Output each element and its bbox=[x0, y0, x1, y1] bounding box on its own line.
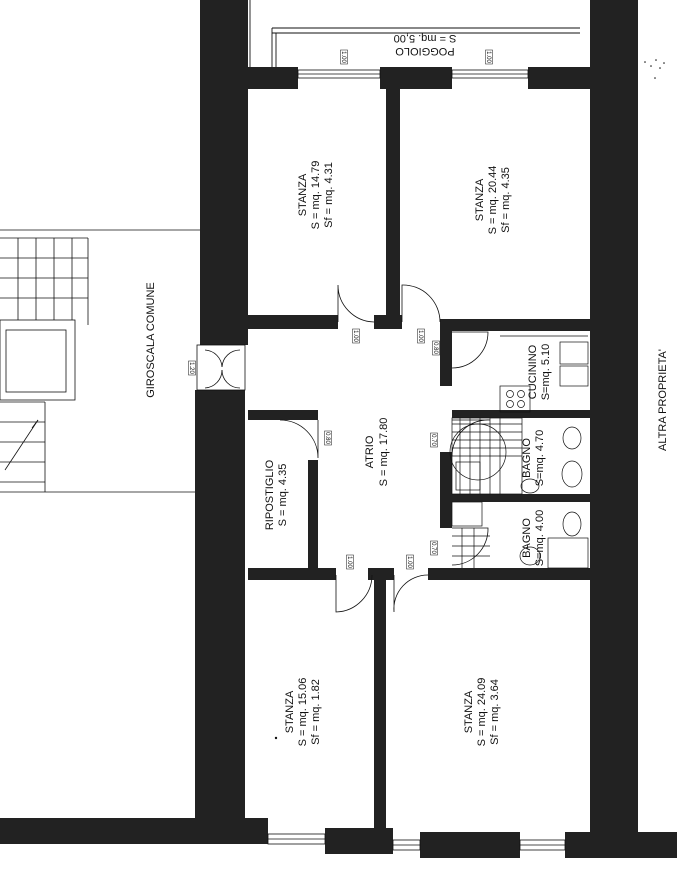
wall-bottom-mid2 bbox=[420, 832, 450, 858]
door-tag: 0.70 bbox=[430, 542, 436, 554]
room-labels: POGGIOLO S = mq. 5,00 STANZA S = mq. 14.… bbox=[145, 32, 669, 746]
kitchen-fixtures bbox=[499, 335, 589, 413]
wall-west-upper bbox=[200, 0, 248, 345]
stanza-1-sf: Sf = mq. 4.31 bbox=[323, 162, 335, 228]
wall-atrio-top-right bbox=[440, 319, 592, 331]
wall-bottom-left bbox=[0, 818, 268, 844]
stanza-3-sf: Sf = mq. 1.82 bbox=[310, 679, 322, 745]
door-tag: 0.80 bbox=[432, 342, 438, 354]
wall-kitchen-west bbox=[440, 330, 452, 386]
wall-top-1 bbox=[248, 67, 298, 89]
bagno-2-area: S=mq. 4.00 bbox=[534, 510, 546, 567]
wall-between-rooms-bottom bbox=[374, 580, 386, 832]
bagno-2-name: BAGNO bbox=[521, 518, 533, 558]
stanza-4-area: S = mq. 24.09 bbox=[476, 678, 488, 747]
wall-bottom-mid1 bbox=[325, 828, 393, 854]
atrio-name: ATRIO bbox=[364, 435, 376, 468]
stanza-2-name: STANZA bbox=[474, 178, 486, 221]
stanza-2-area: S = mq. 20.44 bbox=[487, 166, 499, 235]
wall-top-3 bbox=[528, 67, 590, 89]
stanza-4-name: STANZA bbox=[463, 690, 475, 733]
wall-atrio-bottom-left bbox=[248, 568, 336, 580]
ripostiglio-area: S = mq. 4.35 bbox=[277, 464, 289, 527]
wall-atrio-bottom-right bbox=[428, 568, 592, 580]
door-tag: 0.70 bbox=[430, 434, 436, 446]
door-tag: 1.00 bbox=[417, 330, 423, 342]
door-tag: 1.00 bbox=[406, 556, 412, 568]
atrio-area: S = mq. 17.80 bbox=[378, 418, 390, 487]
bagno-1-area: S=mq. 4.70 bbox=[534, 430, 546, 487]
door-tag: 1.20 bbox=[188, 362, 194, 374]
door-tag: 1.00 bbox=[485, 51, 491, 63]
wall-west-lower bbox=[195, 390, 245, 825]
wall-between-rooms-top bbox=[386, 89, 400, 321]
wall-storage-top bbox=[248, 410, 318, 420]
bathroom-fixtures bbox=[449, 417, 589, 569]
door-swings bbox=[279, 284, 491, 613]
ripostiglio-name: RIPOSTIGLIO bbox=[264, 459, 276, 530]
wall-kitchen-bath bbox=[452, 410, 590, 418]
specks bbox=[274, 59, 665, 740]
neighbor-label: ALTRA PROPRIETA' bbox=[657, 349, 669, 451]
wall-bottom-mid3 bbox=[450, 832, 520, 858]
poggiolo-name: POGGIOLO bbox=[395, 45, 455, 57]
door-tag: 1.00 bbox=[340, 51, 346, 63]
windows bbox=[267, 69, 566, 851]
balcony bbox=[249, 0, 580, 67]
door-tags: 1.00 1.00 1.00 1.00 0.80 0.80 0.70 0.70 … bbox=[188, 49, 493, 570]
wall-top-2 bbox=[380, 67, 452, 89]
stairwell-label: GIROSCALA COMUNE bbox=[145, 282, 157, 398]
wall-atrio-bottom-mid bbox=[368, 568, 394, 580]
poggiolo-area: S = mq. 5,00 bbox=[394, 32, 457, 44]
stanza-3-area: S = mq. 15.06 bbox=[297, 678, 309, 747]
stairwell bbox=[0, 229, 200, 493]
stanza-2-sf: Sf = mq. 4.35 bbox=[500, 167, 512, 233]
wall-bath-bath bbox=[452, 494, 590, 502]
stanza-1-name: STANZA bbox=[297, 173, 309, 216]
wall-atrio-top-mid bbox=[374, 315, 402, 329]
wall-atrio-top-left bbox=[248, 315, 338, 329]
wall-east bbox=[590, 0, 638, 845]
walls bbox=[0, 0, 677, 858]
wall-bath-west bbox=[440, 452, 452, 528]
door-tag: 0.80 bbox=[324, 432, 330, 444]
door-tag: 1.00 bbox=[352, 330, 358, 342]
cucinino-area: S=mq. 5.10 bbox=[540, 344, 552, 401]
stanza-3-name: STANZA bbox=[284, 690, 296, 733]
stanza-4-sf: Sf = mq. 3.64 bbox=[489, 679, 501, 745]
door-tag: 1.00 bbox=[346, 556, 352, 568]
wall-storage-east bbox=[308, 460, 318, 570]
entrance-door bbox=[196, 344, 246, 391]
stanza-1-area: S = mq. 14.79 bbox=[310, 161, 322, 230]
bagno-1-name: BAGNO bbox=[521, 438, 533, 478]
cucinino-name: CUCININO bbox=[527, 344, 539, 399]
